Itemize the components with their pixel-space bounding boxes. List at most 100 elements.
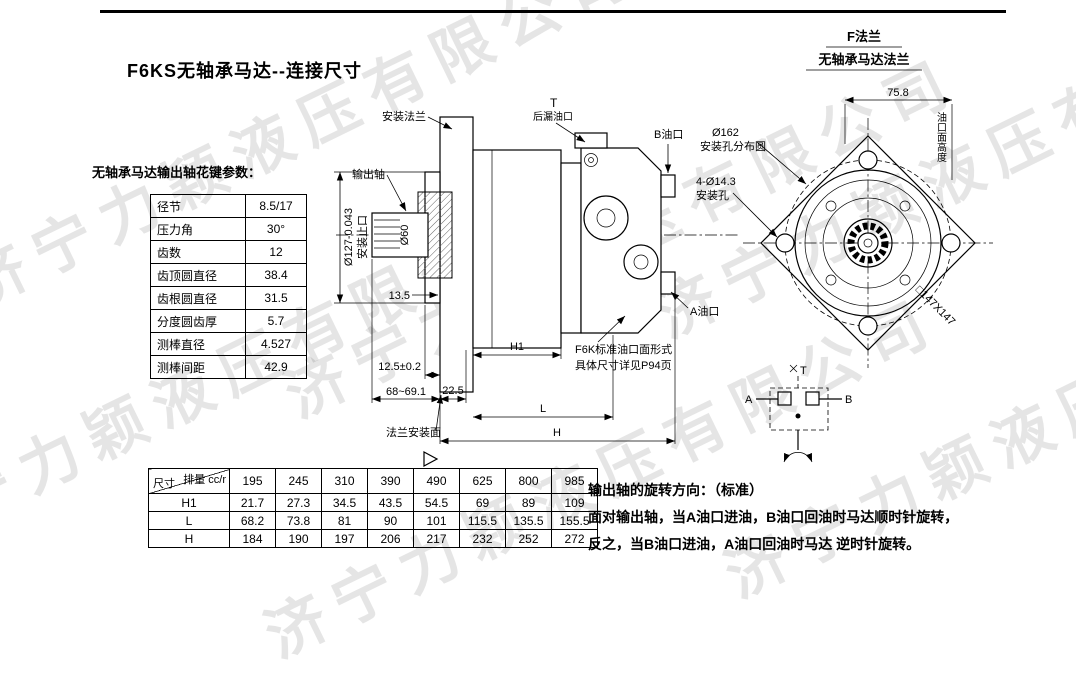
- valve-housing: [580, 147, 662, 334]
- dim-h: H: [553, 427, 561, 439]
- schematic-b-label: B: [845, 394, 852, 406]
- mount-holes-name-label: 安装孔: [696, 188, 729, 202]
- param-value: 12: [245, 240, 307, 264]
- rotation-arrow: [783, 451, 813, 463]
- displacement-value: 800: [505, 468, 552, 494]
- mounting-hole: [775, 233, 795, 253]
- motor-body: [472, 149, 562, 349]
- schematic-a-label: A: [745, 394, 753, 406]
- schematic-enclosure: [769, 387, 829, 431]
- table-header-row: 排量 cc/r 尺寸 195 245 310 390 490 625 800 9…: [148, 468, 598, 494]
- param-label: 齿数: [150, 240, 246, 264]
- displacement-value: 625: [459, 468, 506, 494]
- hydraulic-schematic: T A B: [745, 364, 852, 463]
- note-line-2: 面对输出轴，当A油口进油，B油口回油时马达顺时针旋转，: [588, 509, 959, 525]
- cell: 197: [321, 529, 368, 548]
- flange-face-label: 法兰安装面: [386, 425, 441, 439]
- note-line-1: 输出轴的旋转方向：（标准）: [588, 482, 763, 498]
- b-port-bore: [583, 195, 629, 241]
- cell: 206: [367, 529, 414, 548]
- flange-front-view: F法兰 无轴承马达法兰 75.8 油口面高度 Ø162 安装孔分布圆 4-Ø14…: [696, 29, 993, 368]
- param-value: 38.4: [245, 263, 307, 287]
- param-label: 齿根圆直径: [150, 286, 246, 310]
- f-flange-subtitle: 无轴承马达法兰: [817, 52, 909, 67]
- row-label: H1: [148, 493, 230, 512]
- bolt-circle-dia-label: Ø162: [712, 127, 739, 139]
- cell: 89: [505, 493, 552, 512]
- cell: 34.5: [321, 493, 368, 512]
- cell: 232: [459, 529, 506, 548]
- page-top-rule: [100, 10, 1006, 13]
- spline-table-caption: 无轴承马达输出轴花键参数：: [92, 165, 262, 180]
- spline-hub: [843, 218, 893, 268]
- dim-22-5: 22.5: [442, 385, 463, 397]
- cell: 69: [459, 493, 506, 512]
- param-label: 压力角: [150, 217, 246, 241]
- port-note-line2: 具体尺寸详见P94页: [575, 358, 672, 372]
- rotation-direction-note: 输出轴的旋转方向：（标准） 面对输出轴，当A油口进油，B油口回油时马达顺时针旋转…: [588, 477, 958, 558]
- row-label: H: [148, 529, 230, 548]
- mounting-hole: [941, 233, 961, 253]
- technical-drawing-canvas: 安装法兰 输出轴 T 后漏油口 B油口 A油口 F6K标准油口面形式 具体尺寸详…: [334, 29, 993, 468]
- b-port-label: B油口: [654, 127, 683, 141]
- mount-holes-label: 4-Ø14.3: [696, 176, 736, 188]
- param-value: 30°: [245, 217, 307, 241]
- displacement-value: 195: [229, 468, 276, 494]
- cell: 21.7: [229, 493, 276, 512]
- square-flange-outline: [760, 135, 976, 351]
- spigot-name-label: 安装止口: [355, 215, 369, 259]
- param-value: 8.5/17: [245, 194, 307, 218]
- displacement-value: 490: [413, 468, 460, 494]
- cell: 73.8: [275, 511, 322, 530]
- t-port-name-label: 后漏油口: [533, 110, 573, 123]
- header-size: 尺寸: [153, 478, 175, 490]
- cell: 27.3: [275, 493, 322, 512]
- schematic-t-label: T: [800, 365, 807, 377]
- cell: 101: [413, 511, 460, 530]
- cell: 43.5: [367, 493, 414, 512]
- cell: 217: [413, 529, 460, 548]
- mounting-hole: [858, 316, 878, 336]
- shaft-diameter-label: Ø60: [399, 225, 411, 246]
- motor-side-view: 安装法兰 输出轴 T 后漏油口 B油口 A油口 F6K标准油口面形式 具体尺寸详…: [334, 96, 738, 468]
- header-displacement: 排量 cc/r: [183, 474, 226, 486]
- table-row: H1 21.7 27.3 34.5 43.5 54.5 69 89 109: [148, 493, 598, 512]
- dim-12-5: 12.5±0.2: [378, 361, 421, 373]
- displacement-value: 310: [321, 468, 368, 494]
- cell: 81: [321, 511, 368, 530]
- dim-75-8: 75.8: [887, 87, 908, 99]
- section-triangle-marker: [423, 450, 439, 468]
- mounting-flange-label: 安装法兰: [382, 109, 426, 123]
- cell: 252: [505, 529, 552, 548]
- flange-pilot-circle: [794, 169, 942, 317]
- output-shaft-label: 输出轴: [352, 167, 385, 181]
- a-port-label: A油口: [690, 304, 719, 318]
- dim-h1: H1: [510, 341, 524, 353]
- param-value: 4.527: [245, 332, 307, 356]
- cell: 135.5: [505, 511, 552, 530]
- dimension-table: 排量 cc/r 尺寸 195 245 310 390 490 625 800 9…: [148, 468, 598, 548]
- mounting-hole: [858, 150, 878, 170]
- param-label: 测棒直径: [150, 332, 246, 356]
- param-label: 径节: [150, 194, 246, 218]
- dim-13-5: 13.5: [389, 290, 410, 302]
- t-port-label: T: [550, 96, 558, 110]
- table-row: L 68.2 73.8 81 90 101 115.5 135.5 155.5: [148, 511, 598, 530]
- cell: 54.5: [413, 493, 460, 512]
- cell: 272: [551, 529, 598, 548]
- a-port-fitting: [660, 271, 676, 295]
- page-title: F6KS无轴承马达--连接尺寸: [127, 61, 362, 81]
- param-value: 5.7: [245, 309, 307, 333]
- cell: 68.2: [229, 511, 276, 530]
- cell: 155.5: [551, 511, 598, 530]
- note-line-3: 反之，当B油口进油，A油口回油时马达 逆时针旋转。: [588, 536, 921, 552]
- cell: 184: [229, 529, 276, 548]
- dim-68-69: 68~69.1: [386, 386, 426, 398]
- param-label: 齿顶圆直径: [150, 263, 246, 287]
